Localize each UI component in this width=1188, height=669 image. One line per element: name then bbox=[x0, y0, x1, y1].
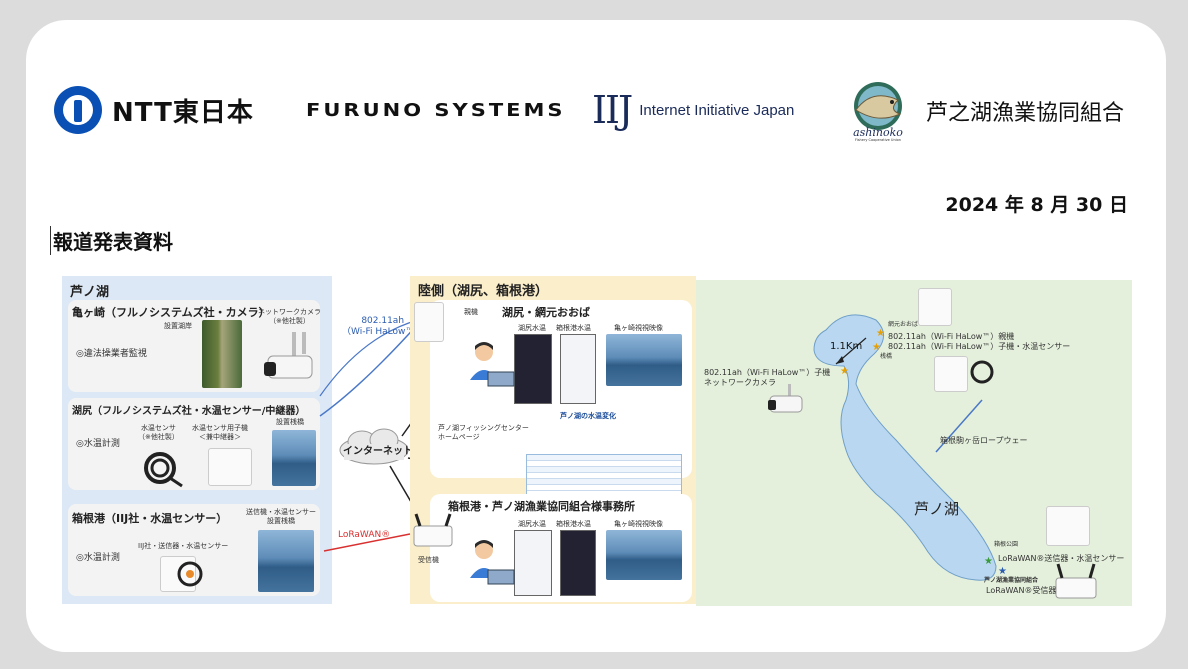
iij-logo: IIJ Internet Initiative Japan bbox=[592, 88, 794, 132]
svg-text:★: ★ bbox=[872, 342, 881, 353]
park-label: 箱根公園 bbox=[994, 541, 1019, 548]
ashinoko-map: ★ ★ ★ ★ ★ bbox=[813, 314, 1007, 581]
internet-cloud-icon bbox=[339, 428, 409, 465]
lake-name-label: 芦ノ湖 bbox=[914, 500, 960, 518]
child-camera-label: 802.11ah（Wi-Fi HaLow™）子機 ネットワークカメラ bbox=[704, 368, 831, 387]
kamegasaki-item: ◎違法操業者監視 bbox=[76, 349, 147, 359]
kojiri-item: ◎水温計測 bbox=[76, 439, 120, 449]
ntt-mark-icon bbox=[54, 86, 102, 134]
ashinoko-sub-text: Fishery Cooperative Union bbox=[855, 138, 901, 142]
master-line1: 802.11ah（Wi-Fi HaLow™）親機 bbox=[888, 332, 1015, 341]
map-panel: ★ ★ ★ ★ ★ 1.1Km 網元おおば 802.11ah（Wi-Fi HaL… bbox=[696, 280, 1132, 606]
land-side-title: 陸側（湖尻、箱根港） bbox=[418, 284, 549, 299]
furuno-systems-logo: FURUNO SYSTEMS bbox=[306, 99, 566, 121]
union-office-box: 箱根港・芦ノ湖漁業協同組合様事務所 湖尻水温 箱根港水温 亀ヶ崎視視映像 bbox=[430, 494, 692, 602]
water-sensor-icon bbox=[144, 452, 183, 488]
ashinoko-mark-text: ashinoko bbox=[853, 126, 903, 139]
ropeway-label: 箱根駒ヶ岳ロープウェー bbox=[940, 436, 1028, 445]
fishing-center-hp-label: 芦ノ湖フィッシングセンター ホームページ bbox=[438, 424, 529, 441]
kojiri-ohba-title: 湖尻・網元おおば bbox=[502, 306, 590, 319]
hakone-site-tag: 送信機・水温センサー 設置桟橋 bbox=[246, 508, 316, 525]
master-unit-label: 親機 bbox=[464, 308, 478, 316]
lorawan-label: LoRaWAN® bbox=[338, 530, 391, 540]
ohba-screen2-label: 箱根港水温 bbox=[556, 324, 591, 332]
ashinoko-fishery-logo: ashinoko Fishery Cooperative Union 芦之湖漁業… bbox=[842, 80, 1124, 142]
network-camera-tag: ネットワークカメラ （※他社製） bbox=[258, 308, 321, 325]
release-date: 2024 年 8 月 30 日 bbox=[945, 194, 1128, 216]
land-side-panel: 陸側（湖尻、箱根港） 湖尻・網元おおば 親機 湖尻水温 箱根港水温 亀ヶ崎視視映… bbox=[410, 276, 696, 604]
svg-text:★: ★ bbox=[840, 366, 849, 377]
ohba-camera-feed bbox=[606, 334, 682, 386]
pier-label: 桟橋 bbox=[880, 353, 893, 360]
lake-panel: 芦ノ湖 亀ヶ崎（フルノシステムズ社・カメラ） ◎違法操業者監視 設置湖岸 ネット… bbox=[62, 276, 332, 604]
kojiri-site-tag: 設置桟橋 bbox=[276, 418, 304, 426]
transmitter-tag: IIJ社・送信器・水温センサー bbox=[138, 542, 229, 550]
office-screen2-label: 箱根港水温 bbox=[556, 520, 591, 528]
map-lora-rx-icon bbox=[1055, 563, 1097, 599]
master-line2: 802.11ah（Wi-Fi HaLow™）子機・水温センサー bbox=[888, 342, 1071, 351]
map-lora-tx-device bbox=[1046, 506, 1090, 546]
lora-rx-map-label: LoRaWAN®受信器 bbox=[986, 586, 1057, 595]
office-screen1-label: 湖尻水温 bbox=[518, 520, 546, 528]
map-camera-icon bbox=[768, 384, 803, 413]
ohba-screen-hakone bbox=[560, 334, 596, 404]
svg-text:★: ★ bbox=[876, 328, 885, 339]
map-master-device bbox=[918, 288, 952, 326]
hp-water-temp-title: 芦ノ湖の水温変化 bbox=[560, 412, 616, 420]
union-map-label: 芦ノ湖漁業協同組合 bbox=[984, 577, 1039, 584]
water-temp-table bbox=[526, 454, 682, 496]
receiver-label: 受信機 bbox=[418, 556, 439, 564]
water-sensor-tag: 水温センサ （※他社製） bbox=[138, 424, 179, 441]
ntt-east-logo: NTT東日本 bbox=[54, 86, 254, 134]
iij-logo-text: Internet Initiative Japan bbox=[639, 101, 795, 119]
ohba-screen1-label: 湖尻水温 bbox=[518, 324, 546, 332]
kamegasaki-photo bbox=[202, 320, 242, 388]
kojiri-pier-photo bbox=[272, 430, 316, 486]
office-screen3-label: 亀ヶ崎視視映像 bbox=[614, 520, 663, 528]
ohba-screen3-label: 亀ヶ崎視視映像 bbox=[614, 324, 663, 332]
kojiri-title: 湖尻（フルノシステムズ社・水温センサー/中継器） bbox=[72, 406, 306, 417]
ohba-screen-kojiri bbox=[514, 334, 552, 404]
office-operator-icon bbox=[470, 540, 515, 585]
lora-sensor-cable-icon bbox=[177, 561, 203, 587]
operator-icon bbox=[470, 342, 515, 387]
svg-text:★: ★ bbox=[984, 556, 993, 567]
hakone-port-title: 箱根港（IIJ社・水温センサー） bbox=[72, 512, 228, 525]
fish-emblem-icon: ashinoko Fishery Cooperative Union bbox=[853, 82, 903, 142]
distance-label: 1.1Km bbox=[830, 341, 863, 352]
master-unit-device bbox=[414, 302, 444, 342]
iij-mark: IIJ bbox=[592, 88, 633, 132]
ohba-map-label: 網元おおば bbox=[888, 321, 919, 328]
kamegasaki-site-tag: 設置湖岸 bbox=[164, 322, 192, 330]
kojiri-box: 湖尻（フルノシステムズ社・水温センサー/中継器） ◎水温計測 水温センサ （※他… bbox=[68, 398, 320, 490]
internet-label: インターネット bbox=[343, 446, 413, 457]
relay-tag: 水温センサ用子機 ＜兼中継器＞ bbox=[192, 424, 248, 441]
hakone-pier-photo bbox=[258, 530, 314, 592]
ntt-logo-text: NTT東日本 bbox=[112, 97, 254, 128]
office-screen-kojiri bbox=[514, 530, 552, 596]
union-office-title: 箱根港・芦ノ湖漁業協同組合様事務所 bbox=[448, 500, 635, 513]
ashinoko-logo-text: 芦之湖漁業協同組合 bbox=[926, 101, 1125, 126]
kojiri-ohba-box: 湖尻・網元おおば 親機 湖尻水温 箱根港水温 亀ヶ崎視視映像 芦ノ湖フィッシング… bbox=[430, 300, 692, 496]
lora-tx-map-label: LoRaWAN®送信器・水温センサー bbox=[998, 554, 1125, 563]
kamegasaki-title: 亀ヶ崎（フルノシステムズ社・カメラ） bbox=[72, 306, 270, 319]
kamegasaki-box: 亀ヶ崎（フルノシステムズ社・カメラ） ◎違法操業者監視 設置湖岸 ネットワークカ… bbox=[68, 300, 321, 392]
svg-text:★: ★ bbox=[998, 566, 1007, 577]
map-child-sensor-device bbox=[934, 356, 968, 392]
relay-device bbox=[208, 448, 252, 486]
press-release-label: 報道発表資料 bbox=[50, 226, 173, 255]
map-sensor-cable-icon bbox=[970, 360, 994, 384]
lake-panel-title: 芦ノ湖 bbox=[70, 285, 110, 300]
lora-receiver-icon bbox=[413, 513, 453, 547]
wifi-halow-label: 802.11ah （Wi-Fi HaLow™） bbox=[342, 316, 424, 337]
office-screen-hakone bbox=[560, 530, 596, 596]
hakone-port-item: ◎水温計測 bbox=[76, 553, 120, 563]
office-camera-feed bbox=[606, 530, 682, 580]
system-diagram: 芦ノ湖 亀ヶ崎（フルノシステムズ社・カメラ） ◎違法操業者監視 設置湖岸 ネット… bbox=[62, 276, 1132, 606]
network-camera-icon bbox=[264, 332, 313, 379]
hakone-port-box: 箱根港（IIJ社・水温センサー） ◎水温計測 IIJ社・送信器・水温センサー 送… bbox=[68, 504, 320, 596]
